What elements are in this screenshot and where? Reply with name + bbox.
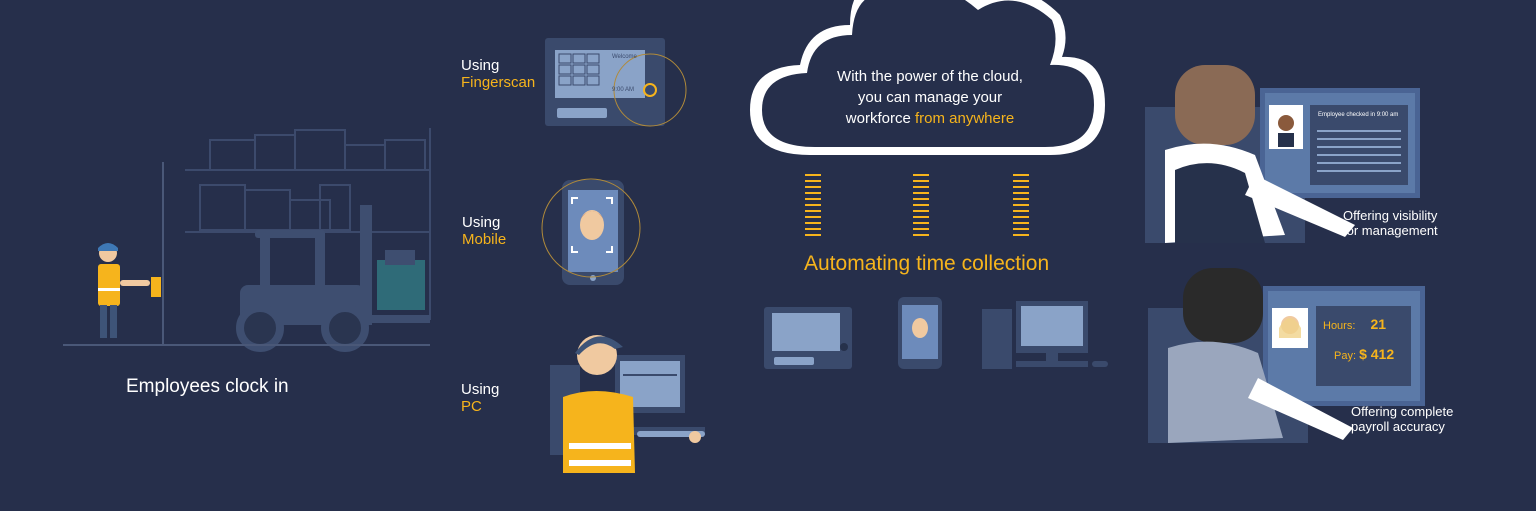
stripe-bar [1013, 210, 1029, 212]
stripe-bar [805, 180, 821, 182]
stripe-bar [1013, 204, 1029, 206]
warehouse-illustration [63, 128, 431, 352]
stripe-bar [913, 198, 929, 200]
cloud-line-3: workforce from anywhere [845, 110, 1015, 127]
stripe-bar [913, 210, 929, 212]
hours-label: Hours: [1323, 320, 1356, 332]
stripe-bar [913, 186, 929, 188]
fingerscan-terminal-icon [545, 38, 687, 127]
stripe-bar [913, 216, 929, 218]
method-mobile-using: Using [462, 214, 501, 231]
pay-label: Pay: [1334, 350, 1357, 362]
method-mobile-label: Using Mobile [462, 214, 506, 248]
stripe-bar [913, 174, 929, 176]
left-caption: Employees clock in [126, 376, 289, 397]
stripe-bar [805, 216, 821, 218]
stripe-bar [1013, 186, 1029, 188]
hours-value: 21 [1370, 316, 1387, 332]
cloud-line-1: With the power of the cloud, [837, 68, 1023, 85]
hours-row: Hours: 21 [1323, 316, 1386, 332]
pc-worker-illustration [550, 335, 705, 473]
stripe-bar [913, 228, 929, 230]
terminal-welcome: Welcome [612, 54, 637, 60]
stripe-bar [805, 174, 821, 176]
method-pc-label: Using PC [461, 381, 499, 415]
right-bottom-caption: Offering complete payroll accuracy [1351, 404, 1454, 434]
stripe-bar [805, 198, 821, 200]
stripe-bar [1013, 180, 1029, 182]
method-pc-name: PC [461, 398, 482, 415]
stripe-bar [913, 192, 929, 194]
stripe-bar [805, 234, 821, 236]
stripe-bar [913, 204, 929, 206]
cloud-text: With the power of the cloud, you can man… [770, 66, 1090, 129]
data-transfer-stripes [805, 174, 1029, 236]
mobile-phone-icon [541, 178, 641, 285]
stripe-bar [1013, 192, 1029, 194]
stripe-bar [1013, 234, 1029, 236]
stripe-bar [805, 186, 821, 188]
stripe-bar [913, 222, 929, 224]
method-fingerscan-label: Using Fingerscan [461, 57, 535, 91]
terminal-time: 9:00 AM [612, 87, 635, 93]
stripe-bar [1013, 174, 1029, 176]
cloud-shape [750, 0, 1105, 155]
stripe-bar [1013, 216, 1029, 218]
stripe-bar [1013, 198, 1029, 200]
method-fingerscan-name: Fingerscan [461, 74, 536, 91]
center-title: Automating time collection [804, 252, 1050, 275]
stripe-bar [1013, 228, 1029, 230]
top-screen-header: Employee checked in 9:00 am [1318, 112, 1399, 118]
payroll-accuracy-illustration [1148, 268, 1425, 443]
stripe-bar [805, 222, 821, 224]
method-mobile-name: Mobile [462, 231, 507, 248]
cloud-line-2: you can manage your [857, 89, 1003, 106]
stripe-bar [913, 180, 929, 182]
stripe-bar [805, 210, 821, 212]
right-top-caption: Offering visibility for management [1343, 208, 1438, 238]
stripe-bar [805, 204, 821, 206]
pay-row: Pay: $ 412 [1334, 346, 1394, 362]
pay-value: $ 412 [1359, 346, 1395, 362]
stripe-bar [805, 228, 821, 230]
devices-row-illustration [764, 297, 1108, 369]
manager-visibility-illustration [1145, 65, 1420, 243]
stripe-bar [1013, 222, 1029, 224]
stripe-bar [805, 192, 821, 194]
stripe-bar [913, 234, 929, 236]
method-fingerscan-using: Using [461, 57, 500, 74]
method-pc-using: Using [461, 381, 500, 398]
